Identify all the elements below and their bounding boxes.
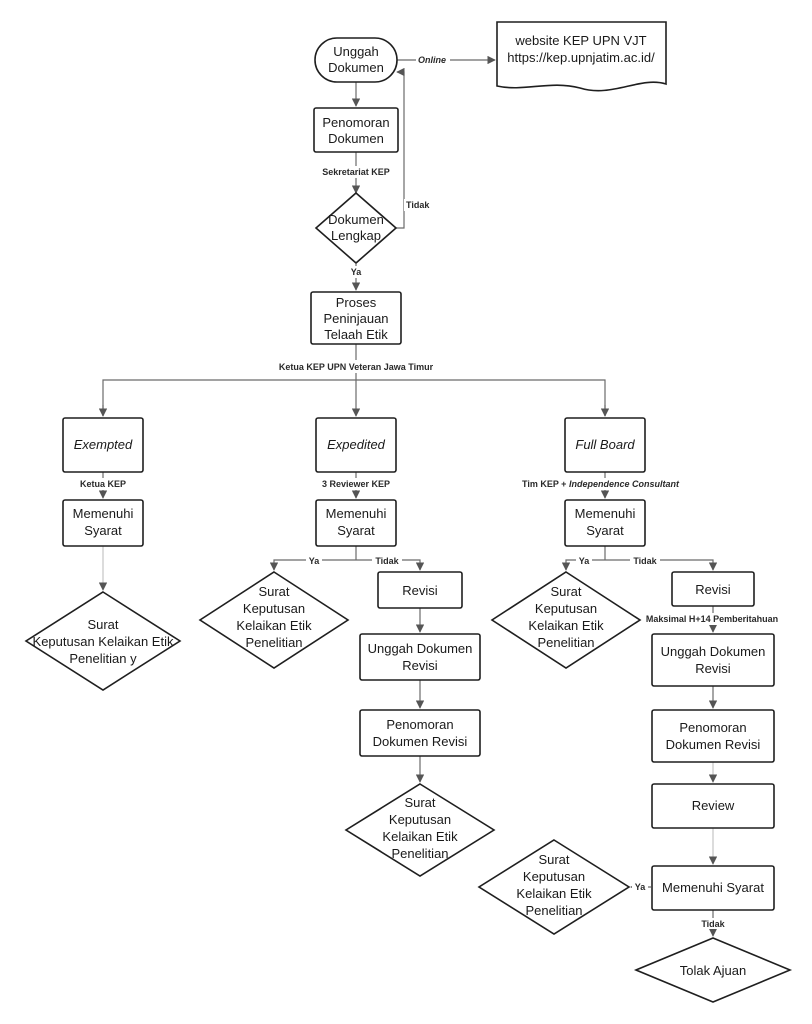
label-final-tidak: Tidak <box>701 919 725 929</box>
label-fullboard-ya: Ya <box>579 556 591 566</box>
node-full-board: Full Board <box>564 417 646 473</box>
svg-text:Memenuhi: Memenuhi <box>326 506 387 521</box>
svg-text:Surat: Surat <box>538 852 569 867</box>
label-maksimal: Maksimal H+14 Pemberitahuan <box>646 614 778 624</box>
svg-text:Peninjauan: Peninjauan <box>323 311 388 326</box>
svg-text:Revisi: Revisi <box>402 658 438 673</box>
label-reviewer: 3 Reviewer KEP <box>322 479 390 489</box>
svg-text:Kelaikan Etik: Kelaikan Etik <box>528 618 604 633</box>
svg-text:Surat: Surat <box>550 584 581 599</box>
svg-text:Proses: Proses <box>336 295 377 310</box>
node-expedited-penomoran-revisi: Penomoran Dokumen Revisi <box>359 709 481 757</box>
svg-text:Keputusan Kelaikan Etik: Keputusan Kelaikan Etik <box>33 634 174 649</box>
node-dokumen-lengkap: Dokumen Lengkap <box>314 191 398 265</box>
svg-text:Penelitian: Penelitian <box>391 846 448 861</box>
svg-text:Kelaikan Etik: Kelaikan Etik <box>382 829 458 844</box>
svg-text:Full Board: Full Board <box>575 437 635 452</box>
svg-text:Penelitian y: Penelitian y <box>69 651 137 666</box>
svg-text:Surat: Surat <box>87 617 118 632</box>
node-unggah-dokumen: Unggah Dokumen <box>314 37 398 83</box>
nodes: Unggah Dokumen website KEP UPN VJT https… <box>24 21 793 1003</box>
node-expedited: Expedited <box>315 417 397 473</box>
svg-text:Kelaikan Etik: Kelaikan Etik <box>516 886 592 901</box>
svg-text:Dokumen: Dokumen <box>328 60 384 75</box>
svg-text:Dokumen Revisi: Dokumen Revisi <box>373 734 468 749</box>
label-final-ya: Ya <box>635 882 647 892</box>
node-fullboard-surat-ya: Surat Keputusan Kelaikan Etik Penelitian <box>490 571 642 669</box>
label-ketua-kep: Ketua KEP <box>80 479 126 489</box>
node-fullboard-surat-final: Surat Keputusan Kelaikan Etik Penelitian <box>477 839 631 935</box>
node-exempted-surat: Surat Keputusan Kelaikan Etik Penelitian… <box>24 591 182 691</box>
node-expedited-memenuhi: Memenuhi Syarat <box>315 499 397 547</box>
svg-text:Penomoran: Penomoran <box>679 720 746 735</box>
svg-text:Memenuhi: Memenuhi <box>575 506 636 521</box>
label-ya-lengkap: Ya <box>351 267 363 277</box>
node-exempted-memenuhi: Memenuhi Syarat <box>62 499 144 547</box>
node-fullboard-revisi: Revisi <box>671 571 755 607</box>
svg-text:Memenuhi Syarat: Memenuhi Syarat <box>662 880 764 895</box>
node-penomoran-dokumen: Penomoran Dokumen <box>313 107 399 153</box>
svg-text:Tolak Ajuan: Tolak Ajuan <box>680 963 747 978</box>
node-fullboard-memenuhi: Memenuhi Syarat <box>564 499 646 547</box>
label-ketua-upn: Ketua KEP UPN Veteran Jawa Timur <box>279 362 434 372</box>
node-expedited-surat-ya: Surat Keputusan Kelaikan Etik Penelitian <box>198 571 350 669</box>
edge-labels: Online Sekretariat KEP Tidak Ya Ketua KE… <box>78 54 784 929</box>
svg-text:Surat: Surat <box>404 795 435 810</box>
svg-text:Syarat: Syarat <box>337 523 375 538</box>
svg-text:Dokumen Revisi: Dokumen Revisi <box>666 737 761 752</box>
svg-text:Revisi: Revisi <box>695 661 731 676</box>
svg-text:website KEP UPN VJT: website KEP UPN VJT <box>514 33 646 48</box>
node-exempted: Exempted <box>62 417 144 473</box>
svg-text:Penelitian: Penelitian <box>525 903 582 918</box>
svg-text:Syarat: Syarat <box>586 523 624 538</box>
node-fullboard-memenuhi-final: Memenuhi Syarat <box>651 865 775 911</box>
svg-text:Unggah Dokumen: Unggah Dokumen <box>661 644 766 659</box>
svg-text:Keputusan: Keputusan <box>389 812 451 827</box>
svg-text:Dokumen: Dokumen <box>328 131 384 146</box>
label-sekretariat: Sekretariat KEP <box>322 167 390 177</box>
edge-tidak-loop <box>396 67 405 229</box>
node-fullboard-review: Review <box>651 783 775 829</box>
svg-text:Expedited: Expedited <box>327 437 386 452</box>
svg-text:Unggah: Unggah <box>333 44 379 59</box>
svg-text:Kelaikan Etik: Kelaikan Etik <box>236 618 312 633</box>
svg-text:Surat: Surat <box>258 584 289 599</box>
svg-text:Unggah Dokumen: Unggah Dokumen <box>368 641 473 656</box>
node-expedited-surat-final: Surat Keputusan Kelaikan Etik Penelitian <box>344 783 496 877</box>
svg-text:Penomoran: Penomoran <box>386 717 453 732</box>
svg-text:Memenuhi: Memenuhi <box>73 506 134 521</box>
svg-text:Penelitian: Penelitian <box>537 635 594 650</box>
node-fullboard-unggah-revisi: Unggah Dokumen Revisi <box>651 633 775 687</box>
svg-text:Review: Review <box>692 798 735 813</box>
svg-text:Penomoran: Penomoran <box>322 115 389 130</box>
svg-text:https://kep.upnjatim.ac.id/: https://kep.upnjatim.ac.id/ <box>507 50 655 65</box>
svg-text:Revisi: Revisi <box>402 583 438 598</box>
label-fullboard-tidak: Tidak <box>633 556 657 566</box>
label-online: Online <box>418 55 446 65</box>
node-expedited-revisi: Revisi <box>377 571 463 609</box>
svg-text:Revisi: Revisi <box>695 582 731 597</box>
svg-text:Telaah Etik: Telaah Etik <box>324 327 388 342</box>
label-expedited-tidak: Tidak <box>375 556 399 566</box>
edge-split-horizontal <box>102 379 606 416</box>
node-tolak-ajuan: Tolak Ajuan <box>633 937 793 1003</box>
node-website: website KEP UPN VJT https://kep.upnjatim… <box>496 21 667 92</box>
svg-text:Keputusan: Keputusan <box>535 601 597 616</box>
svg-text:Keputusan: Keputusan <box>523 869 585 884</box>
label-tidak-lengkap: Tidak <box>406 200 430 210</box>
svg-text:Penelitian: Penelitian <box>245 635 302 650</box>
svg-text:Lengkap: Lengkap <box>331 228 381 243</box>
node-expedited-unggah-revisi: Unggah Dokumen Revisi <box>359 633 481 681</box>
label-tim-kep: Tim KEP + Independence Consultant <box>522 479 680 489</box>
svg-text:Keputusan: Keputusan <box>243 601 305 616</box>
node-proses-peninjauan: Proses Peninjauan Telaah Etik <box>310 291 402 345</box>
label-expedited-ya: Ya <box>309 556 321 566</box>
edge-expedited-ya <box>269 559 356 571</box>
svg-text:Syarat: Syarat <box>84 523 122 538</box>
node-fullboard-penomoran-revisi: Penomoran Dokumen Revisi <box>651 709 775 763</box>
svg-text:Dokumen: Dokumen <box>328 212 384 227</box>
svg-text:Exempted: Exempted <box>74 437 133 452</box>
